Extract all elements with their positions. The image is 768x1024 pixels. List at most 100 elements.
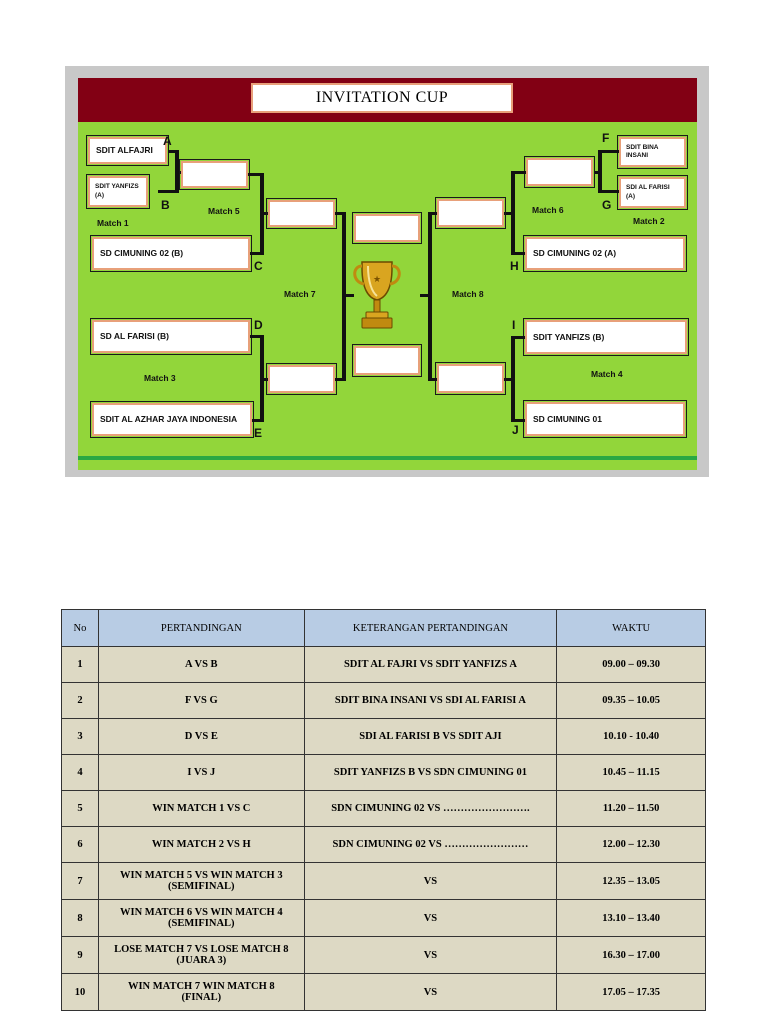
bracket-line (420, 294, 428, 297)
bracket-line (175, 171, 181, 174)
header-match: PERTANDINGAN (97, 609, 305, 647)
team-a: SDIT ALFAJRI (86, 135, 169, 166)
bracket-line (511, 171, 515, 255)
cell-time: 10.45 – 11.15 (556, 754, 706, 791)
cell-desc: VS (303, 899, 558, 937)
bracket-line (350, 294, 354, 297)
bracket-line (250, 252, 263, 255)
team-b: SDIT YANFIZS (A) (86, 174, 150, 209)
letter-b: B (161, 198, 170, 212)
letter-h: H (510, 259, 519, 273)
bracket-line (511, 336, 515, 422)
bracket-line (260, 378, 268, 381)
cell-match: D VS E (97, 718, 305, 755)
cell-no: 6 (61, 826, 99, 863)
title-band: INVITATION CUP (78, 78, 697, 122)
header-time: WAKTU (556, 609, 706, 647)
schedule-table: No PERTANDINGAN KETERANGAN PERTANDINGAN … (61, 609, 706, 1011)
team-e: SDIT AL AZHAR JAYA INDONESIA (90, 401, 254, 438)
team-f: SDIT BINA INSANI (617, 135, 688, 169)
letter-f: F (602, 131, 610, 145)
cell-time: 17.05 – 17.35 (556, 973, 706, 1011)
bottom-line (78, 456, 697, 460)
letter-g: G (602, 198, 612, 212)
svg-text:★: ★ (373, 275, 381, 285)
cell-match: WIN MATCH 2 VS H (97, 826, 305, 863)
bracket-line (260, 212, 268, 215)
bracket-line (598, 150, 602, 193)
bracket-title: INVITATION CUP (251, 83, 513, 113)
cell-desc: SDIT YANFIZS B VS SDN CIMUNING 01 (303, 754, 558, 791)
cell-no: 3 (61, 718, 99, 755)
cell-desc: SDIT BINA INSANI VS SDI AL FARISI A (303, 682, 558, 719)
cell-desc: SDI AL FARISI B VS SDIT AJI (303, 718, 558, 755)
cell-no: 9 (61, 936, 99, 974)
cell-no: 8 (61, 899, 99, 937)
cell-match: F VS G (97, 682, 305, 719)
bracket-line (504, 212, 512, 215)
winner-box-m2 (524, 156, 595, 188)
winner-box-m4 (435, 362, 506, 395)
letter-a: A (163, 134, 172, 148)
cell-no: 4 (61, 754, 99, 791)
finalist-box-bottom (352, 344, 422, 377)
match-4-label: Match 4 (591, 369, 623, 379)
header-desc: KETERANGAN PERTANDINGAN (303, 609, 558, 647)
cell-match: WIN MATCH 6 VS WIN MATCH 4 (SEMIFINAL) (97, 899, 305, 937)
match-7-label: Match 7 (284, 289, 316, 299)
cell-match: WIN MATCH 7 WIN MATCH 8 (FINAL) (97, 973, 305, 1011)
bracket-line (158, 190, 178, 193)
cell-time: 12.35 – 13.05 (556, 862, 706, 900)
team-d: SD AL FARISI (B) (90, 318, 252, 355)
cell-time: 11.20 – 11.50 (556, 790, 706, 827)
cell-desc: SDIT AL FAJRI VS SDIT YANFIZS A (303, 646, 558, 683)
cell-no: 1 (61, 646, 99, 683)
bracket-line (335, 212, 346, 215)
letter-j: J (512, 423, 519, 437)
bracket-line (599, 150, 619, 153)
winner-box-m1 (179, 159, 250, 190)
match-2-label: Match 2 (633, 216, 665, 226)
cell-no: 2 (61, 682, 99, 719)
bracket-line (335, 378, 346, 381)
match-8-label: Match 8 (452, 289, 484, 299)
bracket-line (512, 336, 525, 339)
bracket-line (599, 190, 619, 193)
bracket-line (428, 212, 437, 215)
cell-match: WIN MATCH 1 VS C (97, 790, 305, 827)
finalist-box-top (352, 212, 422, 244)
bracket-line (342, 294, 352, 297)
team-g: SDI AL FARISI (A) (617, 175, 688, 210)
header-no: No (61, 609, 99, 647)
cell-desc: SDN CIMUNING 02 VS ……………………. (303, 790, 558, 827)
team-c: SD CIMUNING 02 (B) (90, 235, 252, 272)
bracket-line (594, 171, 600, 174)
bracket-line (428, 378, 437, 381)
cell-time: 09.35 – 10.05 (556, 682, 706, 719)
table-header-row: No PERTANDINGAN KETERANGAN PERTANDINGAN … (61, 609, 706, 647)
match-1-label: Match 1 (97, 218, 129, 228)
cell-match: LOSE MATCH 7 VS LOSE MATCH 8 (JUARA 3) (97, 936, 305, 974)
cell-time: 12.00 – 12.30 (556, 826, 706, 863)
winner-box-m6 (435, 197, 506, 229)
team-j: SD CIMUNING 01 (523, 400, 687, 438)
bracket-line (252, 419, 263, 422)
bracket-line (168, 150, 178, 153)
cell-desc: VS (303, 862, 558, 900)
cell-match: WIN MATCH 5 VS WIN MATCH 3 (SEMIFINAL) (97, 862, 305, 900)
cell-match: I VS J (97, 754, 305, 791)
bracket-field: INVITATION CUP SDIT ALFAJRI SDIT YANFIZS… (78, 78, 697, 470)
match-6-label: Match 6 (532, 205, 564, 215)
letter-e: E (254, 426, 263, 440)
team-i: SDIT YANFIZS (B) (523, 318, 689, 356)
cell-time: 13.10 – 13.40 (556, 899, 706, 937)
bracket-line (248, 173, 263, 176)
